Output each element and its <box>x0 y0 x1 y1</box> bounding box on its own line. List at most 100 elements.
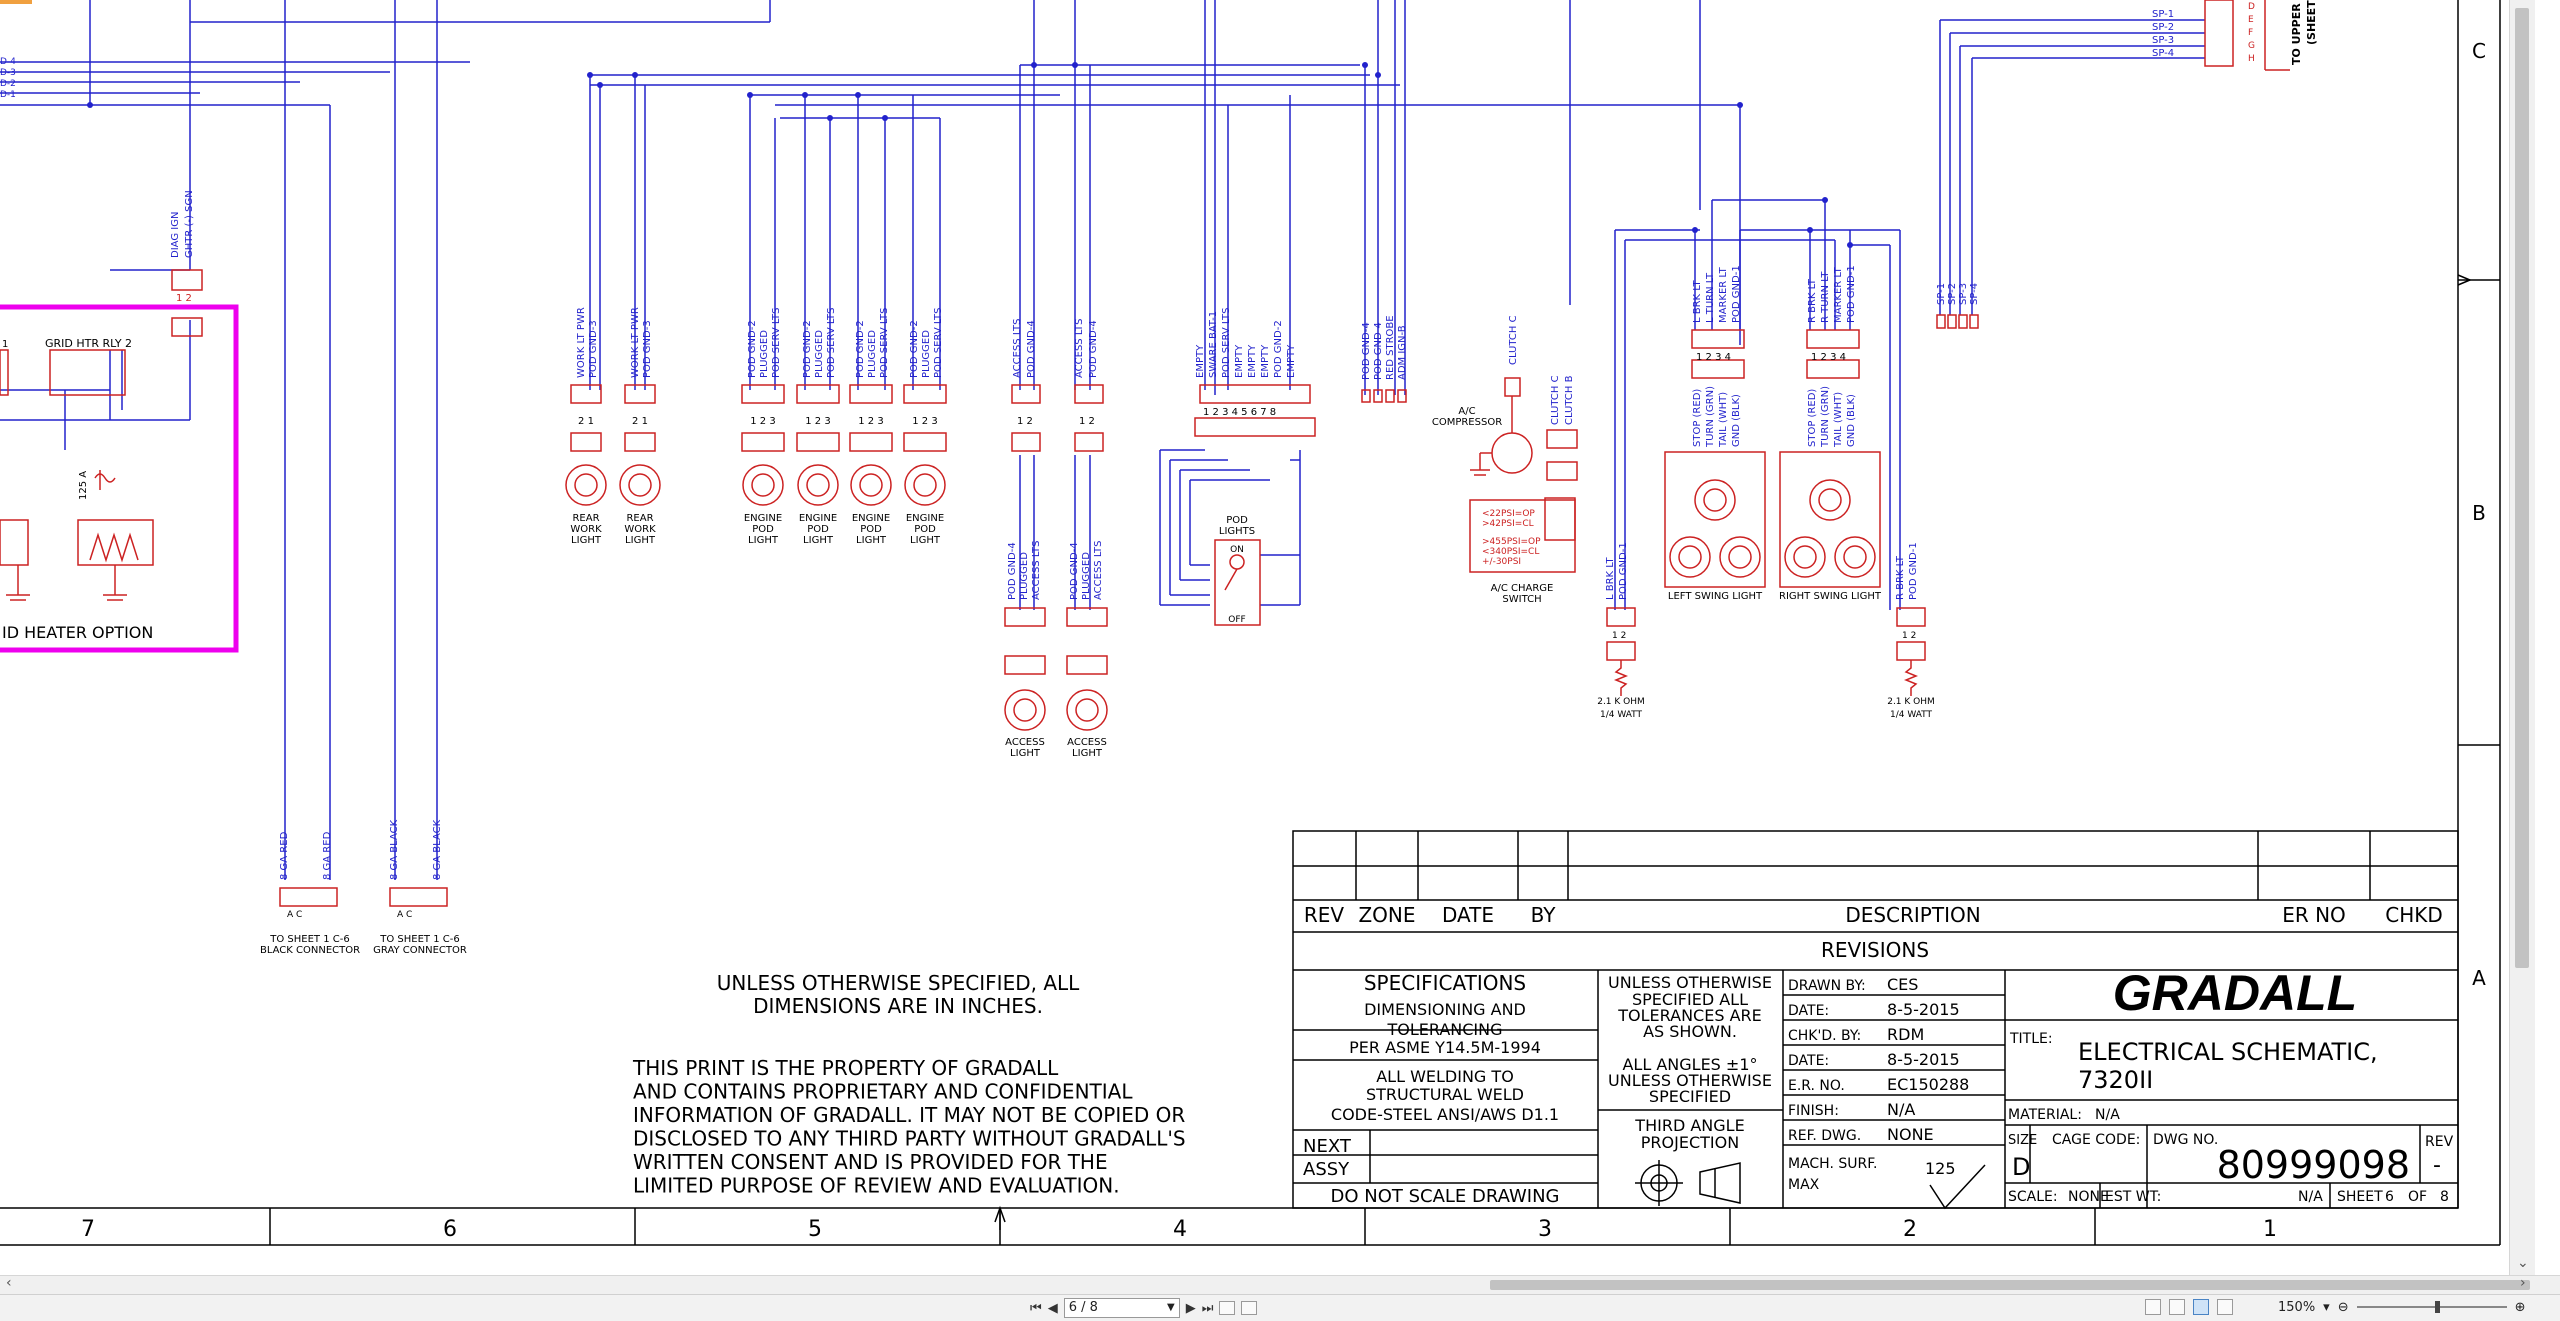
continuous-view-icon[interactable] <box>2169 1299 2185 1315</box>
cage-code-label: CAGE CODE: <box>2052 1132 2140 1148</box>
zoom-in-icon[interactable]: ⊕ <box>2514 1299 2526 1315</box>
first-page-button[interactable]: ⏮ <box>1030 1300 1042 1316</box>
two-page-view-icon[interactable] <box>2193 1299 2209 1315</box>
light-pin-label: 2 1 <box>632 416 648 427</box>
sheet1-wire-label: 8 GA RED <box>322 831 333 880</box>
swing-wire-label: R BRK LT <box>1807 278 1818 323</box>
pod-lights-label: LIGHTS <box>1219 526 1255 537</box>
size-label: SIZE <box>2008 1133 2037 1148</box>
sp-pin-label: F <box>2248 28 2253 38</box>
horizontal-scrollbar[interactable]: ‹ › <box>0 1275 2560 1294</box>
size-value: D <box>2012 1153 2030 1181</box>
copy-icon[interactable] <box>1219 1301 1236 1315</box>
resistor-value-label: 2.1 K OHM <box>1887 697 1935 707</box>
property-notice-line: WRITTEN CONSENT AND IS PROVIDED FOR THE <box>633 1150 1108 1174</box>
vertical-scrollbar[interactable]: ⌄ <box>2509 0 2535 1275</box>
sheet-number: 6 <box>2385 1189 2394 1205</box>
light-wire-label: PLUGGED <box>867 330 878 378</box>
zoom-level[interactable]: 150% <box>2278 1299 2316 1315</box>
zoom-slider-knob[interactable] <box>2434 1301 2440 1313</box>
zone-row-label: B <box>2472 501 2486 525</box>
paste-icon[interactable] <box>1241 1301 1258 1315</box>
sp-label: SP-4 <box>2152 48 2174 59</box>
sp-plug-label: SP-3 <box>1958 283 1969 305</box>
swing-mid-wire-label: TAIL (WHT) <box>1833 392 1844 448</box>
light-name-label: WORK <box>624 524 656 535</box>
zone-column-label: 5 <box>808 1217 822 1242</box>
tolerance-line: AS SHOWN. <box>1643 1022 1737 1041</box>
page-number-field[interactable]: 6 / 8 ▼ <box>1063 1298 1180 1318</box>
next-assy-label: NEXT <box>1303 1136 1352 1157</box>
chevron-down-icon[interactable]: ▼ <box>1167 1302 1175 1313</box>
zone-column-label: 7 <box>81 1217 95 1242</box>
zoom-out-icon[interactable]: ⊖ <box>2337 1299 2349 1315</box>
light-name-label: REAR <box>572 513 599 524</box>
grid-htr-rly-label: GRID HTR RLY 2 <box>45 337 132 350</box>
light-wire-label: PLUGGED <box>759 330 770 378</box>
to-upper-sheet-label: (SHEET 3 <box>2305 0 2318 45</box>
swing-wire-label: R TURN LT <box>1820 271 1831 323</box>
previous-page-button[interactable]: ◀ <box>1047 1300 1058 1316</box>
zoom-slider[interactable] <box>2356 1299 2507 1315</box>
tolerance-line: SPECIFIED <box>1649 1087 1731 1106</box>
grid-heater-option-label: ID HEATER OPTION <box>2 623 153 642</box>
adm-wire-label: ADM IGN-B <box>1397 325 1408 380</box>
pod-lights-label: POD <box>1226 515 1248 526</box>
access-name-label: ACCESS <box>1067 737 1107 748</box>
view-mode-toolbar <box>2145 1299 2233 1315</box>
light-name-label: POD <box>752 524 774 535</box>
tolerance-line: UNLESS OTHERWISE <box>1608 1071 1772 1090</box>
tolerance-line: TOLERANCES ARE <box>1617 1006 1761 1025</box>
title-field-label: FINISH: <box>1788 1103 1839 1119</box>
spec-line: ALL WELDING TO <box>1376 1067 1514 1086</box>
title-field-value: CES <box>1887 975 1918 994</box>
last-page-button[interactable]: ⏭ <box>1201 1300 1214 1316</box>
rev-label: REV <box>2425 1134 2454 1150</box>
sheet1-wire-label: 8 GA BLACK <box>389 819 400 880</box>
spec-line: TOLERANCING <box>1386 1020 1502 1039</box>
projection-label: PROJECTION <box>1641 1133 1739 1152</box>
scroll-right-arrow[interactable]: › <box>2520 1275 2526 1291</box>
bus-label: D-3 <box>0 68 16 78</box>
single-page-view-icon[interactable] <box>2145 1299 2161 1315</box>
revision-header: ZONE <box>1358 903 1415 927</box>
swing-mid-wire-label: GND (BLK) <box>1731 394 1742 447</box>
resistor-value-label: 1/4 WATT <box>1600 710 1643 720</box>
zoom-dropdown-icon[interactable]: ▾ <box>2323 1299 2330 1315</box>
fit-width-icon[interactable] <box>2217 1299 2233 1315</box>
light-name-label: LIGHT <box>571 535 602 546</box>
fuse-label: 125 A <box>78 471 89 500</box>
zone-row-label: C <box>2472 39 2486 63</box>
access-name-label: ACCESS <box>1005 737 1045 748</box>
mach-surf-value: 125 <box>1925 1159 1956 1178</box>
ac-switch-spec: >42PSI=CL <box>1482 519 1534 529</box>
pod-switch-off-label: OFF <box>1228 615 1245 625</box>
title-field-label: E.R. NO. <box>1788 1078 1845 1094</box>
swing-pin-label: 1 2 3 4 <box>1696 352 1731 363</box>
access-wire-label: PLUGGED <box>1019 552 1030 600</box>
next-page-button[interactable]: ▶ <box>1185 1300 1196 1316</box>
sheet1-caption: TO SHEET 1 C-6 <box>379 934 459 945</box>
sp-pin-label: E <box>2248 15 2254 25</box>
swing-mid-wire-label: STOP (RED) <box>1807 389 1818 447</box>
sheet1-wire-label: 8 GA BLACK <box>432 819 443 880</box>
clutch-label: CLUTCH C <box>1550 375 1561 425</box>
swing-mid-wire-label: TURN (GRN) <box>1705 386 1716 448</box>
ac-compressor-label: COMPRESSOR <box>1432 417 1502 428</box>
scroll-left-arrow[interactable]: ‹ <box>6 1275 12 1291</box>
light-name-label: LIGHT <box>748 535 779 546</box>
ac-switch-spec: <340PSI=CL <box>1482 547 1539 557</box>
tolerance-line: ALL ANGLES ±1° <box>1622 1055 1757 1074</box>
horizontal-scroll-thumb[interactable] <box>1490 1280 2530 1290</box>
revision-header: ER NO <box>2282 903 2346 927</box>
sp-pin-label: H <box>2248 54 2255 64</box>
title-field-value: EC150288 <box>1887 1075 1969 1094</box>
sheet1-caption: BLACK CONNECTOR <box>260 945 360 956</box>
projection-label: THIRD ANGLE <box>1634 1116 1744 1135</box>
swing-mid-wire-label: GND (BLK) <box>1846 394 1857 447</box>
scroll-down-arrow[interactable]: ⌄ <box>2517 1255 2529 1271</box>
vertical-scroll-thumb[interactable] <box>2515 8 2529 968</box>
adm-wire-label: POD GND-4 <box>1361 322 1372 380</box>
adm-wire-label: POD GND-4 <box>1373 322 1384 380</box>
